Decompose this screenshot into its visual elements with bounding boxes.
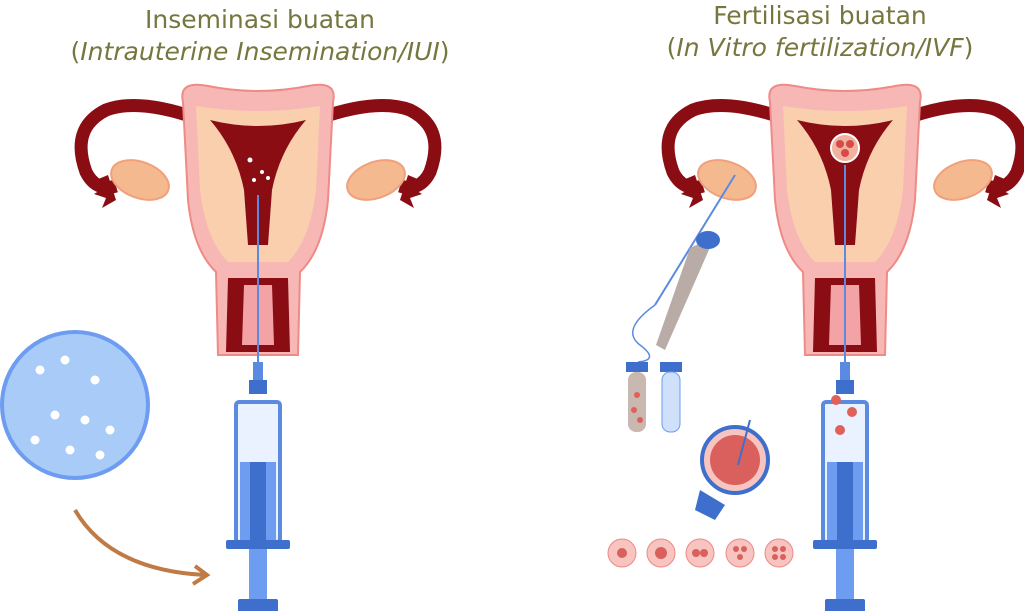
embryo-stages	[607, 538, 794, 568]
iui-syringe	[224, 360, 292, 611]
embryo	[646, 538, 676, 568]
icsi-egg	[695, 419, 770, 520]
iui-title: Inseminasi buatan (Intrauterine Insemina…	[40, 4, 480, 68]
sperm-petri-dish	[0, 330, 150, 480]
ivf-heading: Fertilisasi buatan	[713, 1, 927, 30]
embryo-in-uterus	[830, 133, 860, 163]
ivf-syringe	[811, 360, 879, 611]
iui-heading: Inseminasi buatan	[144, 5, 375, 34]
test-tube-eggs	[626, 362, 648, 432]
arrow-head-icon	[191, 564, 211, 586]
iui-subheading: (Intrauterine Insemination/IUI)	[40, 36, 480, 68]
ivf-subheading: (In Vitro fertilization/IVF)	[610, 32, 1024, 64]
embryo	[725, 538, 755, 568]
embryo	[685, 538, 715, 568]
paren-close: )	[963, 33, 974, 62]
embryos-in-syringe	[831, 395, 857, 435]
egg-retrieval-needle	[631, 174, 736, 363]
paren-close: )	[439, 37, 450, 66]
ivf-subtitle: In Vitro fertilization/IVF	[676, 33, 964, 62]
ivf-title: Fertilisasi buatan (In Vitro fertilizati…	[610, 0, 1024, 64]
paren-open: (	[666, 33, 677, 62]
arrow-to-syringe	[73, 508, 206, 577]
embryo	[607, 538, 637, 568]
test-tube-sperm	[660, 362, 682, 433]
iui-sperm-in-uterus	[247, 157, 270, 182]
paren-open: (	[70, 37, 81, 66]
embryo	[764, 538, 794, 568]
iui-subtitle: Intrauterine Insemination/IUI	[80, 37, 440, 66]
